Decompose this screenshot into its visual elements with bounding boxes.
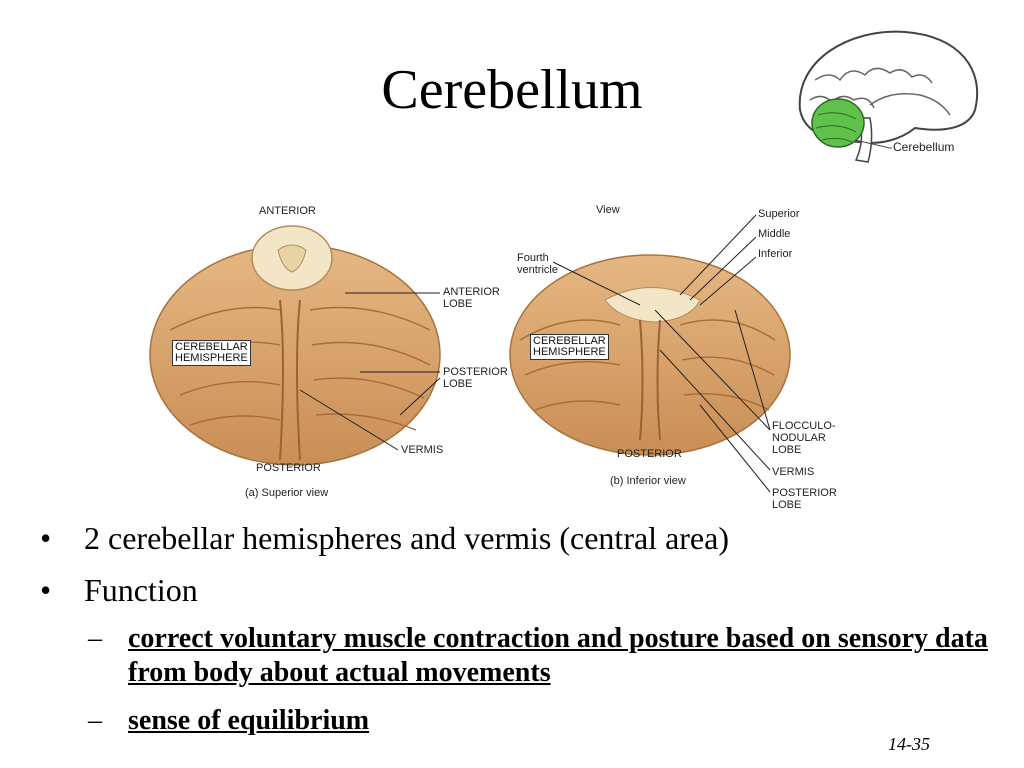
inferior-posterior-lobe-label-2: LOBE [772, 499, 802, 511]
inferior-posterior-label: POSTERIOR [617, 448, 682, 460]
brain-inset-label: Cerebellum [893, 140, 955, 154]
sub-bullet-text: correct voluntary muscle contraction and… [128, 623, 988, 688]
fourth-ventricle-label-2: ventricle [517, 264, 558, 276]
superior-hemisphere-box: CEREBELLAR HEMISPHERE [172, 340, 251, 366]
inferior-hemisphere-label-2: HEMISPHERE [533, 346, 606, 358]
bullet-text: 2 cerebellar hemispheres and vermis (cen… [84, 520, 729, 556]
view-label: View [596, 204, 620, 216]
superior-view-illustration [149, 225, 441, 466]
slide-title: Cerebellum [381, 59, 643, 121]
fourth-ventricle-label-1: Fourth [517, 252, 549, 264]
cerebellum-highlight [811, 98, 865, 148]
page-number: 14-35 [888, 734, 930, 754]
inferior-caption: (b) Inferior view [610, 475, 686, 487]
middle-peduncle-label: Middle [758, 228, 791, 240]
superior-hemisphere-label-1: CEREBELLAR [175, 341, 248, 353]
inferior-hemisphere-box: CEREBELLAR HEMISPHERE [530, 334, 609, 360]
anterior-lobe-label-1: ANTERIOR [443, 286, 500, 298]
bullet-text: Function [84, 572, 198, 608]
inferior-vermis-label: VERMIS [772, 466, 815, 478]
inferior-hemisphere-label-1: CEREBELLAR [533, 335, 606, 347]
superior-peduncle-label: Superior [758, 208, 800, 220]
anterior-label: ANTERIOR [259, 205, 316, 217]
inferior-posterior-lobe-label-1: POSTERIOR [772, 487, 837, 499]
inferior-view-illustration [509, 254, 791, 456]
superior-caption: (a) Superior view [245, 487, 329, 499]
superior-posterior-label: POSTERIOR [256, 462, 321, 474]
leader-lines [299, 214, 771, 493]
sub-bullet-text: sense of equilibrium [128, 705, 370, 736]
superior-hemisphere-label-2: HEMISPHERE [175, 352, 248, 364]
superior-vermis-label: VERMIS [401, 444, 444, 456]
flocc-label-1: FLOCCULO- [772, 420, 836, 432]
brain-inset-icon [798, 30, 979, 163]
flocc-label-3: LOBE [772, 444, 802, 456]
posterior-lobe-label-1: POSTERIOR [443, 366, 508, 378]
posterior-lobe-label-2: LOBE [443, 378, 473, 390]
anterior-lobe-label-2: LOBE [443, 298, 473, 310]
inferior-peduncle-label: Inferior [758, 248, 793, 260]
flocc-label-2: NODULAR [772, 432, 826, 444]
